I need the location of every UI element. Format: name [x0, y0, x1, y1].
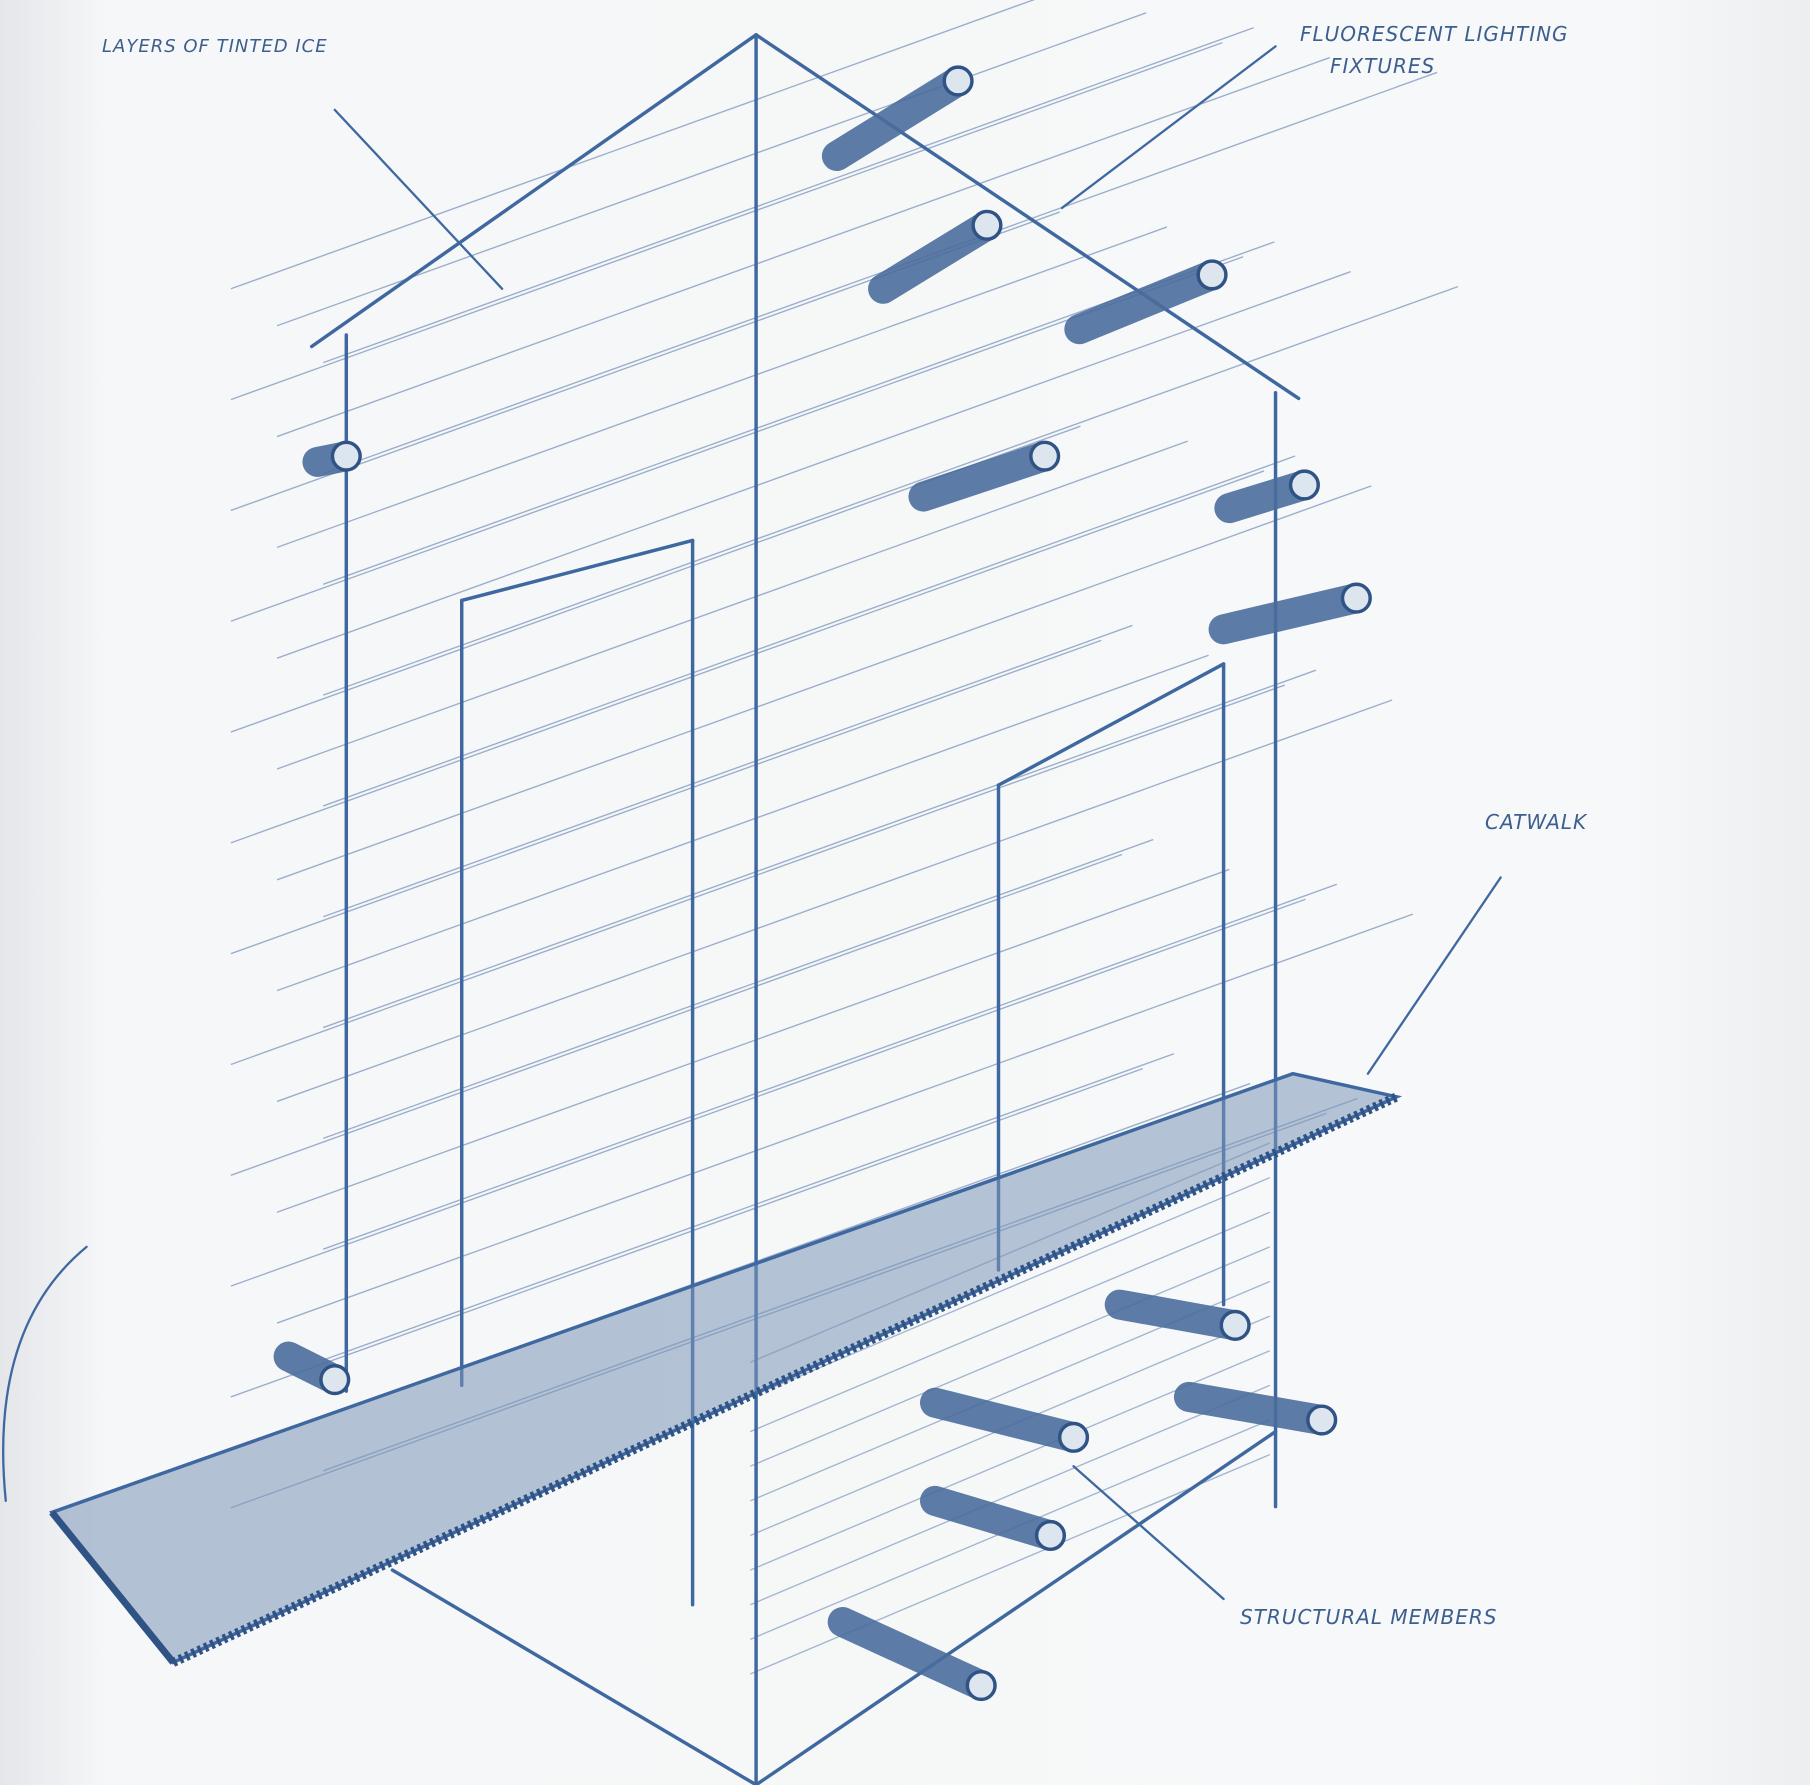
ice-layer-line	[322, 455, 1296, 807]
ice-layer-line	[322, 624, 1133, 918]
leader-structural	[1072, 1465, 1225, 1601]
fluorescent-tube	[908, 440, 1061, 512]
leader-lighting	[1060, 45, 1277, 210]
catwalk-front-edge	[49, 1510, 176, 1665]
label-tinted-ice: LAYERS OF TINTED ICE	[102, 36, 328, 57]
sketch-arc	[2, 1245, 88, 1502]
fluorescent-tube	[827, 1607, 997, 1702]
inner-right-top	[996, 662, 1226, 787]
fluorescent-fixtures	[273, 65, 1372, 1702]
ice-layer-line	[276, 271, 1351, 659]
ice-layer-line	[230, 0, 1036, 290]
ice-layer-line	[276, 654, 1209, 992]
fluorescent-tube	[1104, 1289, 1251, 1341]
ice-layer-line	[276, 485, 1372, 881]
structure-frame	[309, 33, 1301, 1785]
ice-layer-line	[322, 838, 1154, 1140]
fluorescent-tube	[1214, 469, 1320, 524]
bottom-front-edge	[754, 1429, 1278, 1785]
fluorescent-tube	[920, 1387, 1090, 1453]
fluorescent-tube	[1064, 259, 1228, 345]
ice-layer-line	[276, 12, 1147, 327]
ice-layer-line	[230, 41, 1223, 401]
label-lighting-line1: FLUORESCENT LIGHTING	[1300, 22, 1569, 46]
label-structural-members: STRUCTURAL MEMBERS	[1240, 1605, 1498, 1629]
ice-layer-line	[230, 853, 1123, 1176]
ice-layer-line	[322, 27, 1254, 364]
leader-lines	[2, 45, 1502, 1601]
ice-layer-line	[276, 226, 1168, 549]
ice-layer-line	[322, 883, 1337, 1250]
label-lighting-line2: FIXTURES	[1330, 54, 1436, 78]
ice-layer-line	[230, 898, 1306, 1287]
ice-layer-line	[276, 868, 1230, 1213]
fluorescent-tube	[868, 209, 1003, 304]
ice-layer-line	[230, 639, 1102, 955]
ice-layer-line	[230, 470, 1265, 844]
ice-layer-line	[276, 56, 1331, 438]
ice-layer-line	[750, 1454, 1271, 1675]
fluorescent-tube	[821, 65, 974, 172]
ice-layer-line	[322, 669, 1317, 1029]
catwalk	[49, 1071, 1403, 1667]
ice-layer-line	[322, 1053, 1175, 1361]
ice-layer-line	[276, 440, 1189, 770]
left-roof-edge	[309, 33, 758, 349]
inner-left-top	[460, 538, 695, 603]
fluorescent-tube	[920, 1485, 1067, 1552]
leader-catwalk	[1366, 876, 1502, 1075]
right-roof-edge	[754, 33, 1301, 401]
ice-layer-line	[750, 1211, 1271, 1433]
bottom-left-edge	[390, 1568, 758, 1785]
fluorescent-tube	[302, 440, 362, 477]
label-catwalk: CATWALK	[1485, 810, 1588, 834]
ice-layer-line	[750, 1246, 1271, 1467]
fluorescent-tube	[1173, 1381, 1338, 1436]
ice-layer-line	[230, 1068, 1144, 1398]
fluorescent-tube	[273, 1341, 351, 1396]
catwalk-edge	[171, 1092, 1399, 1667]
leader-tinted-ice	[333, 108, 504, 290]
fluorescent-tube	[1208, 582, 1372, 645]
label-lighting-fixtures: FLUORESCENT LIGHTING FIXTURES	[1300, 22, 1569, 78]
ice-layer-line	[322, 285, 1459, 696]
ice-layer-line	[750, 1384, 1271, 1606]
